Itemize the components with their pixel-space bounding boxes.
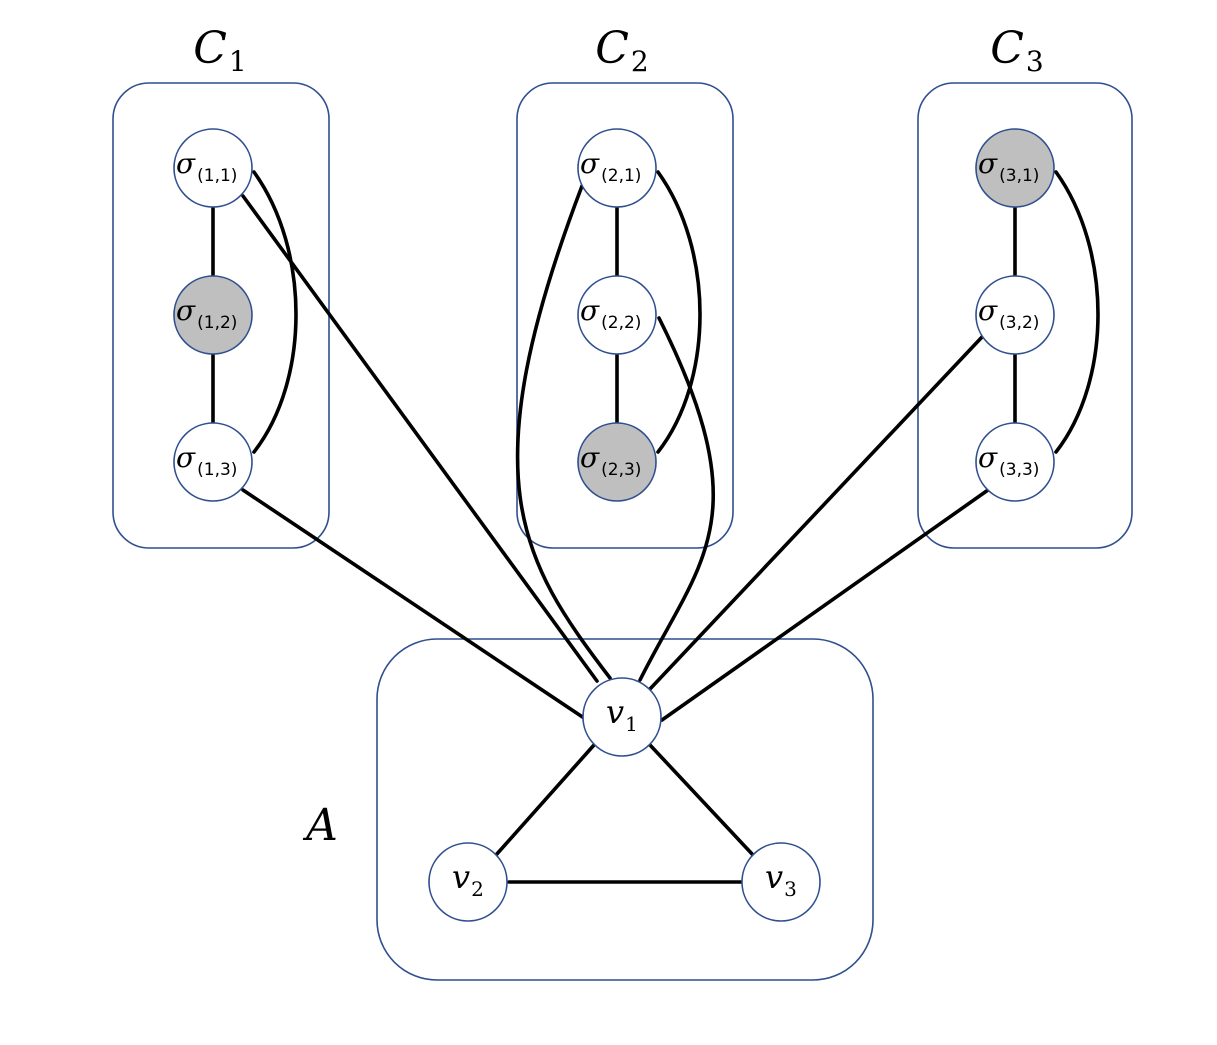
node-label-v2: v2 (452, 858, 484, 901)
edge-s11-s13 (252, 170, 298, 454)
edge-s33-v1 (660, 488, 990, 722)
node-circle-s11 (173, 128, 253, 208)
node-circle-v3 (741, 842, 821, 922)
group-label-a: A (302, 800, 338, 851)
edge-s22-v1 (638, 316, 716, 682)
edges (211, 170, 1100, 884)
node-s21: σ(2,1) (577, 128, 657, 208)
node-circle-s22 (577, 275, 657, 355)
node-label-s23: σ(2,3) (580, 441, 641, 480)
node-s13: σ(1,3) (173, 422, 253, 502)
node-s11: σ(1,1) (173, 128, 253, 208)
node-circle-s21 (577, 128, 657, 208)
edge-v1-v2 (494, 743, 596, 857)
group-labels: C1 C2 C3A (193, 23, 1044, 851)
edge-s21-v1 (515, 184, 612, 680)
node-label-s11: σ(1,1) (176, 147, 237, 186)
node-s23: σ(2,3) (577, 422, 657, 502)
node-s32: σ(3,2) (975, 275, 1055, 355)
edge-v1-v3 (648, 743, 755, 857)
node-circle-s31 (975, 128, 1055, 208)
edge-s13-v1 (241, 488, 586, 720)
node-s33: σ(3,3) (975, 422, 1055, 502)
node-circle-s32 (975, 275, 1055, 355)
node-circle-v1 (582, 677, 662, 757)
edge-s32-v1 (648, 335, 984, 691)
nodes: σ(1,1) σ(1,2) σ(1,3) σ(2,1) σ(2,2) σ(2,3) σ(3,… (173, 128, 1055, 922)
node-circle-s23 (577, 422, 657, 502)
node-s12: σ(1,2) (173, 275, 253, 355)
node-s22: σ(2,2) (577, 275, 657, 355)
node-v2: v2 (428, 842, 508, 922)
node-v3: v3 (741, 842, 821, 922)
node-label-s33: σ(3,3) (978, 441, 1039, 480)
edge-s31-s33 (1054, 170, 1100, 454)
node-circle-s33 (975, 422, 1055, 502)
edge-s21-s23 (656, 170, 702, 454)
edge-s11-v1 (241, 194, 599, 683)
node-label-s22: σ(2,2) (580, 294, 641, 333)
node-label-v3: v3 (765, 858, 797, 901)
node-v1: v1 (582, 677, 662, 757)
node-s31: σ(3,1) (975, 128, 1055, 208)
node-label-s31: σ(3,1) (978, 147, 1039, 186)
group-boxes (112, 82, 1133, 981)
node-label-s12: σ(1,2) (176, 294, 237, 333)
node-label-v1: v1 (606, 693, 638, 736)
group-label-c2: C2 (595, 23, 649, 78)
group-label-c1: C1 (193, 23, 247, 78)
node-label-s21: σ(2,1) (580, 147, 641, 186)
group-label-c3: C3 (990, 23, 1044, 78)
node-circle-s13 (173, 422, 253, 502)
node-label-s13: σ(1,3) (176, 441, 237, 480)
node-circle-s12 (173, 275, 253, 355)
node-label-s32: σ(3,2) (978, 294, 1039, 333)
node-circle-v2 (428, 842, 508, 922)
